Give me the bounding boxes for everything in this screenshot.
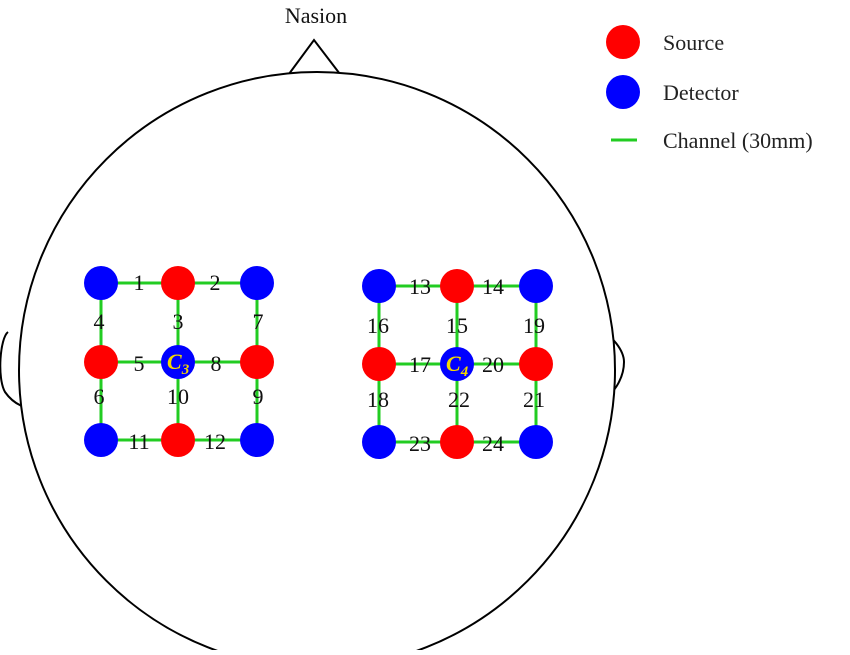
channel-number: 9 xyxy=(253,384,264,409)
channel-number: 21 xyxy=(523,387,545,412)
channel-number: 20 xyxy=(482,352,504,377)
nose xyxy=(285,38,344,79)
channel-number: 19 xyxy=(523,313,545,338)
channel-number: 13 xyxy=(409,274,431,299)
detector-optode xyxy=(440,347,474,381)
legend-channel-label: Channel (30mm) xyxy=(663,128,813,153)
head-circle xyxy=(18,71,616,655)
detector-optode xyxy=(362,425,396,459)
channel-number: 5 xyxy=(134,351,145,376)
legend-detector-swatch xyxy=(606,75,640,109)
channel-number: 4 xyxy=(94,309,105,334)
source-optode xyxy=(161,423,195,457)
detector-optode xyxy=(84,423,118,457)
channel-number: 11 xyxy=(128,429,149,454)
channel-number: 12 xyxy=(204,429,226,454)
detector-optode xyxy=(519,269,553,303)
detector-optode xyxy=(84,266,118,300)
channel-number: 22 xyxy=(448,387,470,412)
legend-detector-label: Detector xyxy=(663,80,739,105)
nasion-label: Nasion xyxy=(285,3,347,28)
channel-number: 8 xyxy=(211,351,222,376)
channel-number: 17 xyxy=(409,352,431,377)
source-optode xyxy=(440,269,474,303)
channel-number: 6 xyxy=(94,384,105,409)
channel-number: 10 xyxy=(167,384,189,409)
detector-optode xyxy=(240,423,274,457)
detector-optode xyxy=(240,266,274,300)
channel-number: 24 xyxy=(482,431,504,456)
channel-number: 1 xyxy=(134,270,145,295)
legend-source-label: Source xyxy=(663,30,724,55)
source-optode xyxy=(161,266,195,300)
channel-number: 16 xyxy=(367,313,389,338)
source-optode xyxy=(240,345,274,379)
channel-number: 18 xyxy=(367,387,389,412)
channel-number: 2 xyxy=(210,270,221,295)
channel-number: 3 xyxy=(173,309,184,334)
detector-optode xyxy=(161,345,195,379)
channel-number: 7 xyxy=(253,309,264,334)
source-optode xyxy=(362,347,396,381)
detector-optode xyxy=(362,269,396,303)
channel-number: 15 xyxy=(446,313,468,338)
head-outline xyxy=(0,38,626,655)
source-optode xyxy=(519,347,553,381)
channel-number: 23 xyxy=(409,431,431,456)
legend-source-swatch xyxy=(606,25,640,59)
source-optode xyxy=(440,425,474,459)
source-optode xyxy=(84,345,118,379)
channel-number: 14 xyxy=(482,274,504,299)
legend: Source Detector Channel (30mm) xyxy=(606,25,813,153)
detector-optode xyxy=(519,425,553,459)
